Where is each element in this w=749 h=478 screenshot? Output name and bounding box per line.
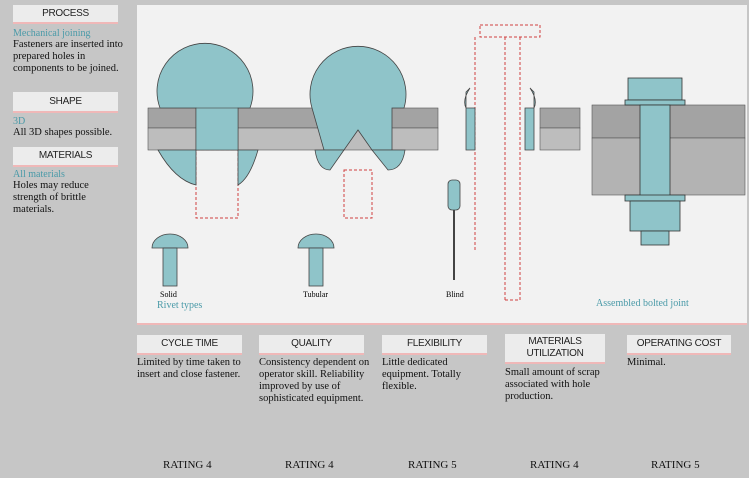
blind-rivet-left — [464, 87, 476, 151]
materials-text: Holes may reduce strength of brittle mat… — [13, 180, 89, 215]
operating-cost-text: Minimal. — [627, 357, 666, 368]
quality-header: QUALITY — [259, 335, 364, 355]
blind-rivet-icon — [447, 179, 461, 211]
process-text: Fasteners are inserted into prepared hol… — [13, 39, 123, 74]
cycle-time-header: CYCLE TIME — [137, 335, 242, 355]
flexibility-header: FLEXIBILITY — [382, 335, 487, 355]
label-solid: Solid — [160, 290, 177, 299]
quality-text: Consistency dependent on operator skill.… — [259, 357, 370, 404]
quality-rating: RATING 4 — [285, 459, 334, 471]
diagram-panel: Solid Rivet types Tubular Blind Assemble… — [137, 5, 747, 325]
label-tubular: Tubular — [303, 290, 328, 299]
label-rivet-types: Rivet types — [157, 300, 202, 311]
label-blind: Blind — [446, 290, 464, 299]
operating-cost-header: OPERATING COST — [627, 335, 731, 355]
flexibility-text: Little dedicated equipment. Totally flex… — [382, 357, 461, 392]
shape-subtitle: 3D — [13, 116, 26, 127]
materials-subtitle: All materials — [13, 169, 65, 180]
operating-cost-rating: RATING 5 — [651, 459, 700, 471]
solid-rivet-shank-outline — [195, 149, 239, 219]
shape-header: SHAPE — [13, 92, 118, 113]
cycle-time-rating: RATING 4 — [163, 459, 212, 471]
tubular-rivet — [309, 45, 407, 151]
materials-utilization-header: MATERIALS UTILIZATION — [505, 334, 605, 364]
fastener-diagram: Solid Rivet types Tubular Blind Assemble… — [147, 24, 746, 311]
materials-header: MATERIALS — [13, 147, 118, 167]
blind-mandrel-head — [479, 24, 541, 38]
process-subtitle: Mechanical joining — [13, 28, 91, 39]
label-bolted-joint: Assembled bolted joint — [596, 298, 689, 309]
tubular-rivet-icon — [297, 233, 335, 249]
process-header: PROCESS — [13, 5, 118, 24]
bolted-joint — [624, 77, 686, 246]
cycle-time-text: Limited by time taken to insert and clos… — [137, 357, 241, 380]
shape-text: All 3D shapes possible. — [13, 127, 113, 138]
materials-utilization-text: Small amount of scrap associated with ho… — [505, 367, 600, 402]
solid-rivet-icon — [151, 233, 189, 249]
flexibility-rating: RATING 5 — [408, 459, 457, 471]
materials-utilization-rating: RATING 4 — [530, 459, 579, 471]
tubular-outline — [343, 169, 373, 219]
